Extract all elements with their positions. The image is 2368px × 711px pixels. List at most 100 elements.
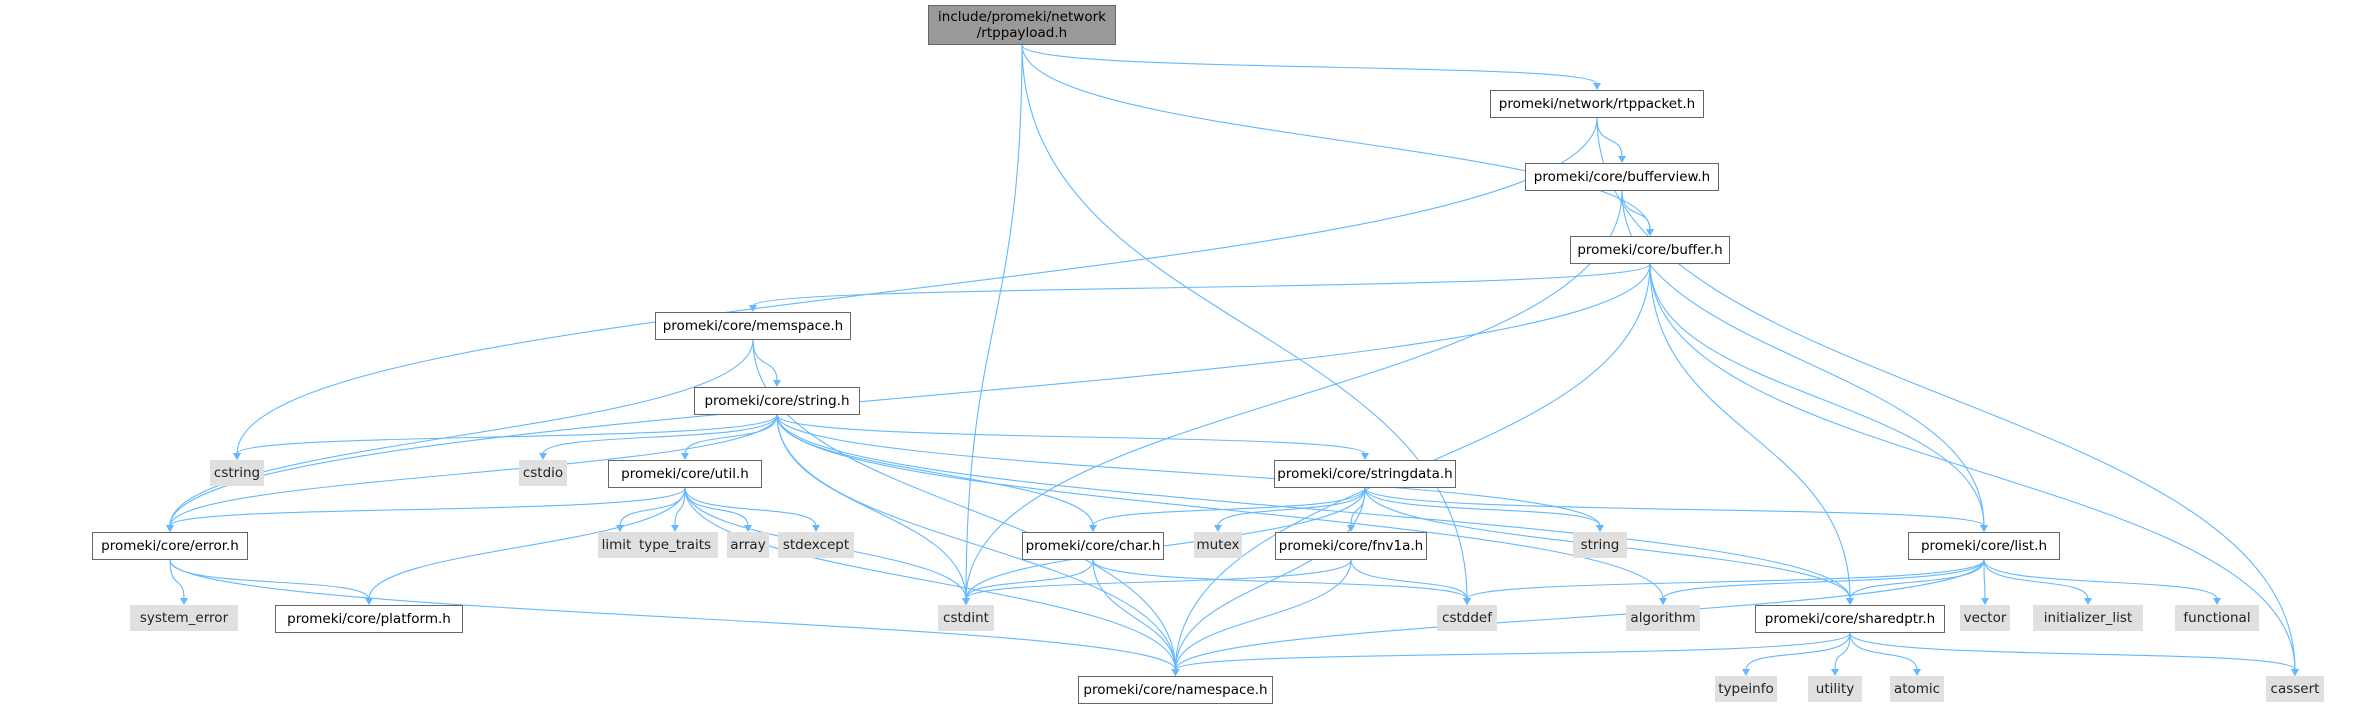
arrowhead-cstddef — [1463, 598, 1471, 605]
edge-list-to-functional — [1983, 559, 2218, 600]
arrowhead-typeinfo — [1742, 669, 1750, 676]
arrowhead-error — [166, 525, 174, 532]
edge-string-to-error — [169, 414, 778, 527]
arrowhead-cstring — [233, 453, 241, 460]
edge-list-to-cstddef — [1466, 559, 1985, 600]
node-string[interactable]: promeki/core/string.h — [694, 387, 860, 415]
node-mutex: mutex — [1194, 532, 1242, 558]
edge-char-to-cstdint — [965, 559, 1094, 600]
edge-util-to-error — [169, 487, 686, 527]
node-cstring: cstring — [210, 460, 264, 486]
arrowhead-char — [1089, 525, 1097, 532]
edge-bufferview-to-cstdint — [965, 190, 1623, 600]
node-string-std: string — [1573, 532, 1627, 558]
edge-string-to-char — [776, 414, 1094, 527]
arrowhead-mutex — [1214, 525, 1222, 532]
edge-string-to-util — [684, 414, 778, 455]
edge-sharedptr-to-typeinfo — [1745, 632, 1851, 671]
node-list[interactable]: promeki/core/list.h — [1908, 532, 2060, 560]
node-fnv1a[interactable]: promeki/core/fnv1a.h — [1275, 532, 1427, 560]
edge-string-to-namespace — [776, 414, 1177, 671]
arrowhead-atomic — [1913, 669, 1921, 676]
edge-string-to-algorithm — [776, 414, 1664, 600]
arrowhead-algorithm — [1659, 598, 1667, 605]
node-utility: utility — [1808, 676, 1862, 702]
arrowhead-buffer — [1646, 229, 1654, 236]
node-algorithm: algorithm — [1626, 605, 1700, 631]
node-memspace[interactable]: promeki/core/memspace.h — [655, 312, 851, 340]
arrowhead-string-std — [1596, 525, 1604, 532]
node-char[interactable]: promeki/core/char.h — [1022, 532, 1164, 560]
node-bufferview[interactable]: promeki/core/bufferview.h — [1525, 163, 1719, 191]
node-atomic: atomic — [1890, 676, 1944, 702]
edge-string-to-sharedptr — [776, 414, 1851, 600]
node-stringdata[interactable]: promeki/core/stringdata.h — [1274, 460, 1456, 488]
edge-fnv1a-to-cstddef — [1350, 559, 1468, 600]
edge-string-to-cstdio — [542, 414, 778, 455]
node-system-error: system_error — [130, 605, 238, 631]
node-sharedptr[interactable]: promeki/core/sharedptr.h — [1755, 605, 1945, 633]
edge-stringdata-to-cstdint — [965, 487, 1366, 600]
edge-sharedptr-to-namespace — [1174, 632, 1851, 671]
arrowhead-memspace — [749, 305, 757, 312]
edge-list-to-algorithm — [1662, 559, 1985, 600]
edge-root-to-buffer — [1021, 44, 1651, 231]
arrowhead-type-traits — [671, 525, 679, 532]
node-platform[interactable]: promeki/core/platform.h — [275, 605, 463, 633]
edge-root-to-rtppacket — [1021, 44, 1598, 85]
arrowhead-system-error — [180, 598, 188, 605]
edge-sharedptr-to-cassert — [1849, 632, 2296, 671]
node-error[interactable]: promeki/core/error.h — [92, 532, 248, 560]
edge-list-to-sharedptr — [1849, 559, 1985, 600]
edge-util-to-array — [684, 487, 749, 527]
edge-rtppacket-to-cstring — [236, 117, 1598, 455]
arrowhead-list — [1980, 525, 1988, 532]
edge-stringdata-to-char — [1092, 487, 1366, 527]
arrowhead-cassert — [2291, 669, 2299, 676]
arrowhead-cstdint — [962, 598, 970, 605]
edge-list-to-initializer-list — [1983, 559, 2089, 600]
edge-rtppacket-to-cassert — [1596, 117, 2296, 671]
arrowhead-functional — [2213, 598, 2221, 605]
node-array: array — [727, 532, 769, 558]
arrowhead-platform — [365, 598, 373, 605]
node-cassert: cassert — [2266, 676, 2324, 702]
edge-buffer-to-cassert — [1649, 263, 2296, 671]
edge-util-to-stdexcept — [684, 487, 817, 527]
edge-char-to-namespace — [1092, 559, 1177, 671]
node-stdexcept: stdexcept — [778, 532, 854, 558]
node-buffer[interactable]: promeki/core/buffer.h — [1570, 236, 1730, 264]
arrowhead-cstdio — [539, 453, 547, 460]
node-rtppacket[interactable]: promeki/network/rtppacket.h — [1490, 90, 1704, 118]
edge-stringdata-to-string-std — [1364, 487, 1601, 527]
edge-memspace-to-string — [752, 339, 778, 382]
edge-list-to-namespace — [1174, 559, 1985, 671]
arrowhead-string — [773, 380, 781, 387]
node-typeinfo: typeinfo — [1715, 676, 1777, 702]
edge-error-to-platform — [169, 559, 370, 600]
arrowhead-stdexcept — [812, 525, 820, 532]
arrowhead-initializer-list — [2084, 598, 2092, 605]
edge-char-to-cstddef — [1092, 559, 1468, 600]
arrowhead-rtppacket — [1593, 83, 1601, 90]
arrowhead-util — [681, 453, 689, 460]
arrowhead-sharedptr — [1846, 598, 1854, 605]
arrowhead-stringdata — [1361, 453, 1369, 460]
node-initializer-list: initializer_list — [2033, 605, 2143, 631]
edge-buffer-to-memspace — [752, 263, 1651, 307]
arrowhead-bufferview — [1618, 156, 1626, 163]
arrowhead-utility — [1831, 669, 1839, 676]
edge-string-to-cstring — [236, 414, 778, 455]
edge-bufferview-to-buffer — [1621, 190, 1651, 231]
edge-string-to-stringdata — [776, 414, 1366, 455]
edge-buffer-to-list — [1649, 263, 1985, 527]
node-vector: vector — [1960, 605, 2010, 631]
node-util[interactable]: promeki/core/util.h — [608, 460, 762, 488]
node-namespace[interactable]: promeki/core/namespace.h — [1078, 676, 1273, 704]
edge-error-to-namespace — [169, 559, 1177, 671]
node-type-traits: type_traits — [632, 532, 718, 558]
node-cstdint: cstdint — [938, 605, 994, 631]
node-root: include/promeki/network/rtppayload.h — [928, 5, 1116, 45]
edge-sharedptr-to-atomic — [1849, 632, 1918, 671]
